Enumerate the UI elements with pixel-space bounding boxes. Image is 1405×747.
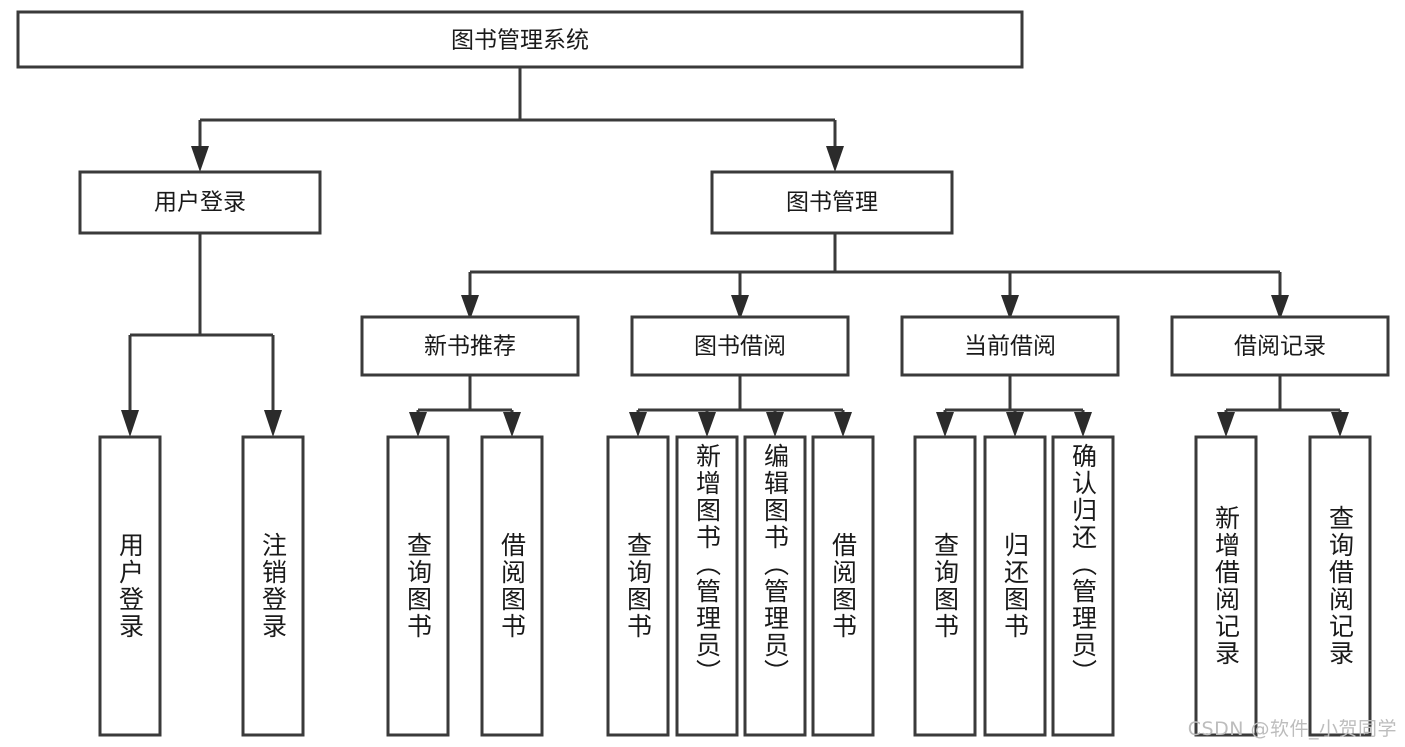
node-user-login[interactable]: 用户登录 bbox=[78, 170, 322, 235]
arrowhead-currentborrow-leaf3 bbox=[1074, 412, 1092, 437]
leaf-boxes-new-book-recommend bbox=[386, 435, 544, 737]
node-book-borrow[interactable]: 图书借阅 bbox=[630, 315, 850, 377]
arrowhead-bookmgmt bbox=[826, 146, 844, 172]
node-root[interactable]: 图书管理系统 bbox=[16, 10, 1024, 69]
node-book-management[interactable]: 图书管理 bbox=[710, 170, 954, 235]
leaf-box-query-borrow-record[interactable] bbox=[1308, 435, 1372, 737]
connector-group-bookborrow bbox=[629, 375, 852, 437]
leaf-box-query-book-3[interactable] bbox=[913, 435, 977, 737]
arrowhead-bookborrow-leaf1 bbox=[629, 412, 647, 437]
node-current-borrow-label: 当前借阅 bbox=[964, 334, 1056, 360]
connector-group-newbook bbox=[409, 375, 521, 437]
arrowhead-bookborrow-leaf4 bbox=[834, 412, 852, 437]
leaf-boxes-current-borrow bbox=[913, 435, 1115, 737]
arrowhead-leaf-logout bbox=[264, 410, 282, 437]
leaf-box-user-login[interactable] bbox=[98, 435, 162, 737]
node-root-label: 图书管理系统 bbox=[451, 28, 589, 54]
node-user-login-box[interactable] bbox=[78, 170, 322, 235]
node-book-management-label: 图书管理 bbox=[786, 190, 878, 216]
node-new-book-recommend-label: 新书推荐 bbox=[424, 334, 516, 360]
leaf-box-return-book[interactable] bbox=[983, 435, 1047, 737]
leaf-box-borrow-book-1[interactable] bbox=[480, 435, 544, 737]
leaf-box-query-book-1[interactable] bbox=[386, 435, 450, 737]
leaf-box-logout[interactable] bbox=[241, 435, 305, 737]
arrowhead-bookborrow-leaf2 bbox=[698, 412, 716, 437]
connector-group-borrowrecord bbox=[1217, 375, 1349, 437]
arrowhead-newbook bbox=[461, 295, 479, 320]
node-borrow-record[interactable]: 借阅记录 bbox=[1170, 315, 1390, 377]
connector-group-userlogin bbox=[121, 233, 282, 437]
leaf-boxes-borrow-record bbox=[1194, 435, 1372, 737]
arrowhead-userlogin bbox=[191, 146, 209, 172]
leaf-boxes-user-login bbox=[98, 435, 305, 737]
connector-group-bookmgmt bbox=[461, 233, 1289, 320]
arrowhead-bookborrow bbox=[731, 295, 749, 320]
node-new-book-recommend-box[interactable] bbox=[360, 315, 580, 377]
node-root-box[interactable] bbox=[16, 10, 1024, 69]
leaf-box-edit-book[interactable] bbox=[743, 435, 807, 737]
arrowhead-borrowrecord bbox=[1271, 295, 1289, 320]
node-new-book-recommend[interactable]: 新书推荐 bbox=[360, 315, 580, 377]
arrowhead-newbook-leaf2 bbox=[503, 412, 521, 437]
arrowhead-currentborrow bbox=[1001, 295, 1019, 320]
arrowhead-borrowrecord-leaf1 bbox=[1217, 412, 1235, 437]
csdn-watermark: CSDN @软件_小贺同学 bbox=[1187, 718, 1397, 740]
arrowhead-leaf-user-login bbox=[121, 410, 139, 437]
node-book-borrow-box[interactable] bbox=[630, 315, 850, 377]
leaf-box-confirm-return[interactable] bbox=[1051, 435, 1115, 737]
arrowhead-bookborrow-leaf3 bbox=[766, 412, 784, 437]
node-user-login-label: 用户登录 bbox=[154, 190, 246, 216]
leaf-boxes-book-borrow bbox=[606, 435, 875, 737]
arrowhead-newbook-leaf1 bbox=[409, 412, 427, 437]
node-book-management-box[interactable] bbox=[710, 170, 954, 235]
arrowhead-currentborrow-leaf1 bbox=[936, 412, 954, 437]
connector-group-root bbox=[191, 67, 844, 172]
node-current-borrow[interactable]: 当前借阅 bbox=[900, 315, 1120, 377]
leaf-box-add-book[interactable] bbox=[675, 435, 739, 737]
arrowhead-borrowrecord-leaf2 bbox=[1331, 412, 1349, 437]
node-borrow-record-box[interactable] bbox=[1170, 315, 1390, 377]
node-borrow-record-label: 借阅记录 bbox=[1234, 334, 1326, 360]
node-book-borrow-label: 图书借阅 bbox=[694, 334, 786, 360]
leaf-box-query-book-2[interactable] bbox=[606, 435, 670, 737]
leaf-box-borrow-book-2[interactable] bbox=[811, 435, 875, 737]
arrowhead-currentborrow-leaf2 bbox=[1006, 412, 1024, 437]
node-current-borrow-box[interactable] bbox=[900, 315, 1120, 377]
leaf-box-add-borrow-record[interactable] bbox=[1194, 435, 1258, 737]
connector-group-currentborrow bbox=[936, 375, 1092, 437]
